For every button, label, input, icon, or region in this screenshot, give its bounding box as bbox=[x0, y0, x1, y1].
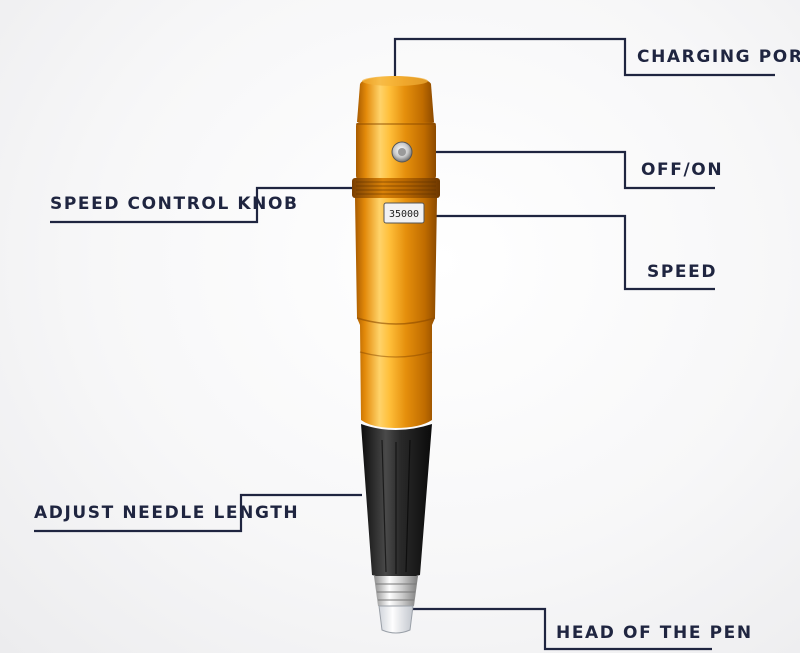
speed-control-knob bbox=[352, 178, 440, 198]
head-pen-line bbox=[413, 607, 712, 651]
adjust-needle-line bbox=[34, 493, 362, 533]
speed-dial-text: 35000 bbox=[389, 209, 419, 220]
pen-illustration: 35000 bbox=[352, 76, 440, 634]
label-speed-control-knob: SPEED CONTROL KNOB bbox=[50, 194, 299, 214]
callout-lines bbox=[34, 37, 775, 651]
pen-cap bbox=[357, 76, 434, 122]
label-charging-port: CHARGING PORT bbox=[637, 47, 800, 67]
off-on-line bbox=[404, 150, 715, 190]
label-speed: SPEED bbox=[647, 262, 718, 282]
label-adjust-needle-length: ADJUST NEEDLE LENGTH bbox=[34, 503, 300, 523]
label-head-of-the-pen: HEAD OF THE PEN bbox=[556, 623, 753, 643]
label-off-on: OFF/ON bbox=[641, 160, 724, 180]
pen-main-body bbox=[355, 198, 437, 428]
pen-head-metal bbox=[374, 576, 418, 606]
speed-dial-window bbox=[383, 202, 425, 224]
charging-port-line bbox=[393, 37, 775, 77]
speed-line bbox=[425, 214, 715, 291]
speed-knob-line bbox=[50, 186, 352, 224]
pen-needle-tip bbox=[378, 605, 414, 634]
